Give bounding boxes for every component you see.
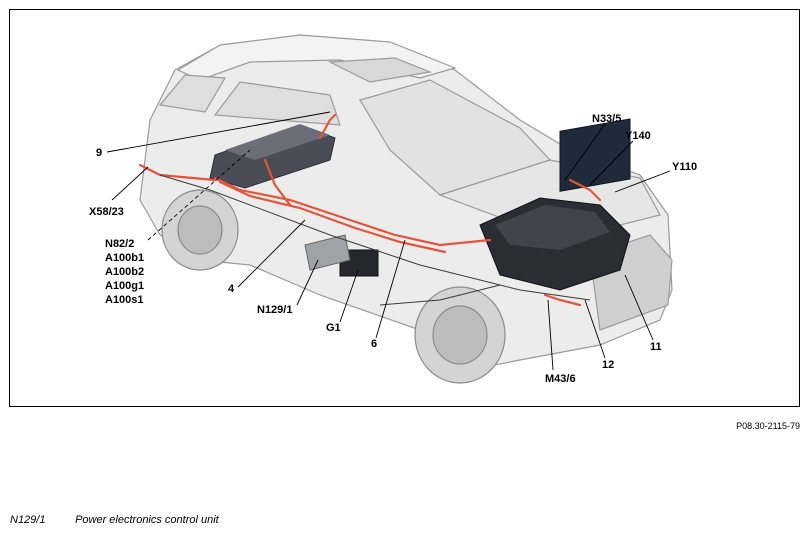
callout-9: 9 [96,147,103,159]
callout-a100s1: A100s1 [105,294,144,306]
callout-a100g1: A100g1 [105,280,145,292]
power-electronics-unit [304,234,351,271]
legend-description: Power electronics control unit [75,514,219,526]
callout-4: 4 [228,283,235,295]
vehicle-illustration [106,34,673,384]
callout-y110: Y110 [672,161,698,173]
callout-m43-6: M43/6 [545,373,576,385]
legend-code: N129/1 [10,514,46,526]
hv-battery-pack [209,124,336,189]
callout-x58-23: X58/23 [89,206,124,218]
callout-11: 11 [650,341,662,353]
wheels [161,189,506,384]
lines [159,174,591,306]
callout-a100b1: A100b1 [105,252,145,264]
callout-6: 6 [371,338,378,350]
callout-n33-5: N33/5 [592,113,622,125]
callout-g1: G1 [326,322,341,334]
engine-block [479,118,631,291]
leader-lines [106,111,671,371]
callout-n82-2: N82/2 [105,238,135,250]
reference-code: P08.30-2115-79 [736,421,800,431]
callout-y140: Y140 [625,130,651,142]
legend-row: N129/1 Power electronics control unit [10,514,219,526]
callout-12: 12 [602,359,615,371]
callout-a100b2: A100b2 [105,266,145,278]
callout-n129-1: N129/1 [257,304,293,316]
